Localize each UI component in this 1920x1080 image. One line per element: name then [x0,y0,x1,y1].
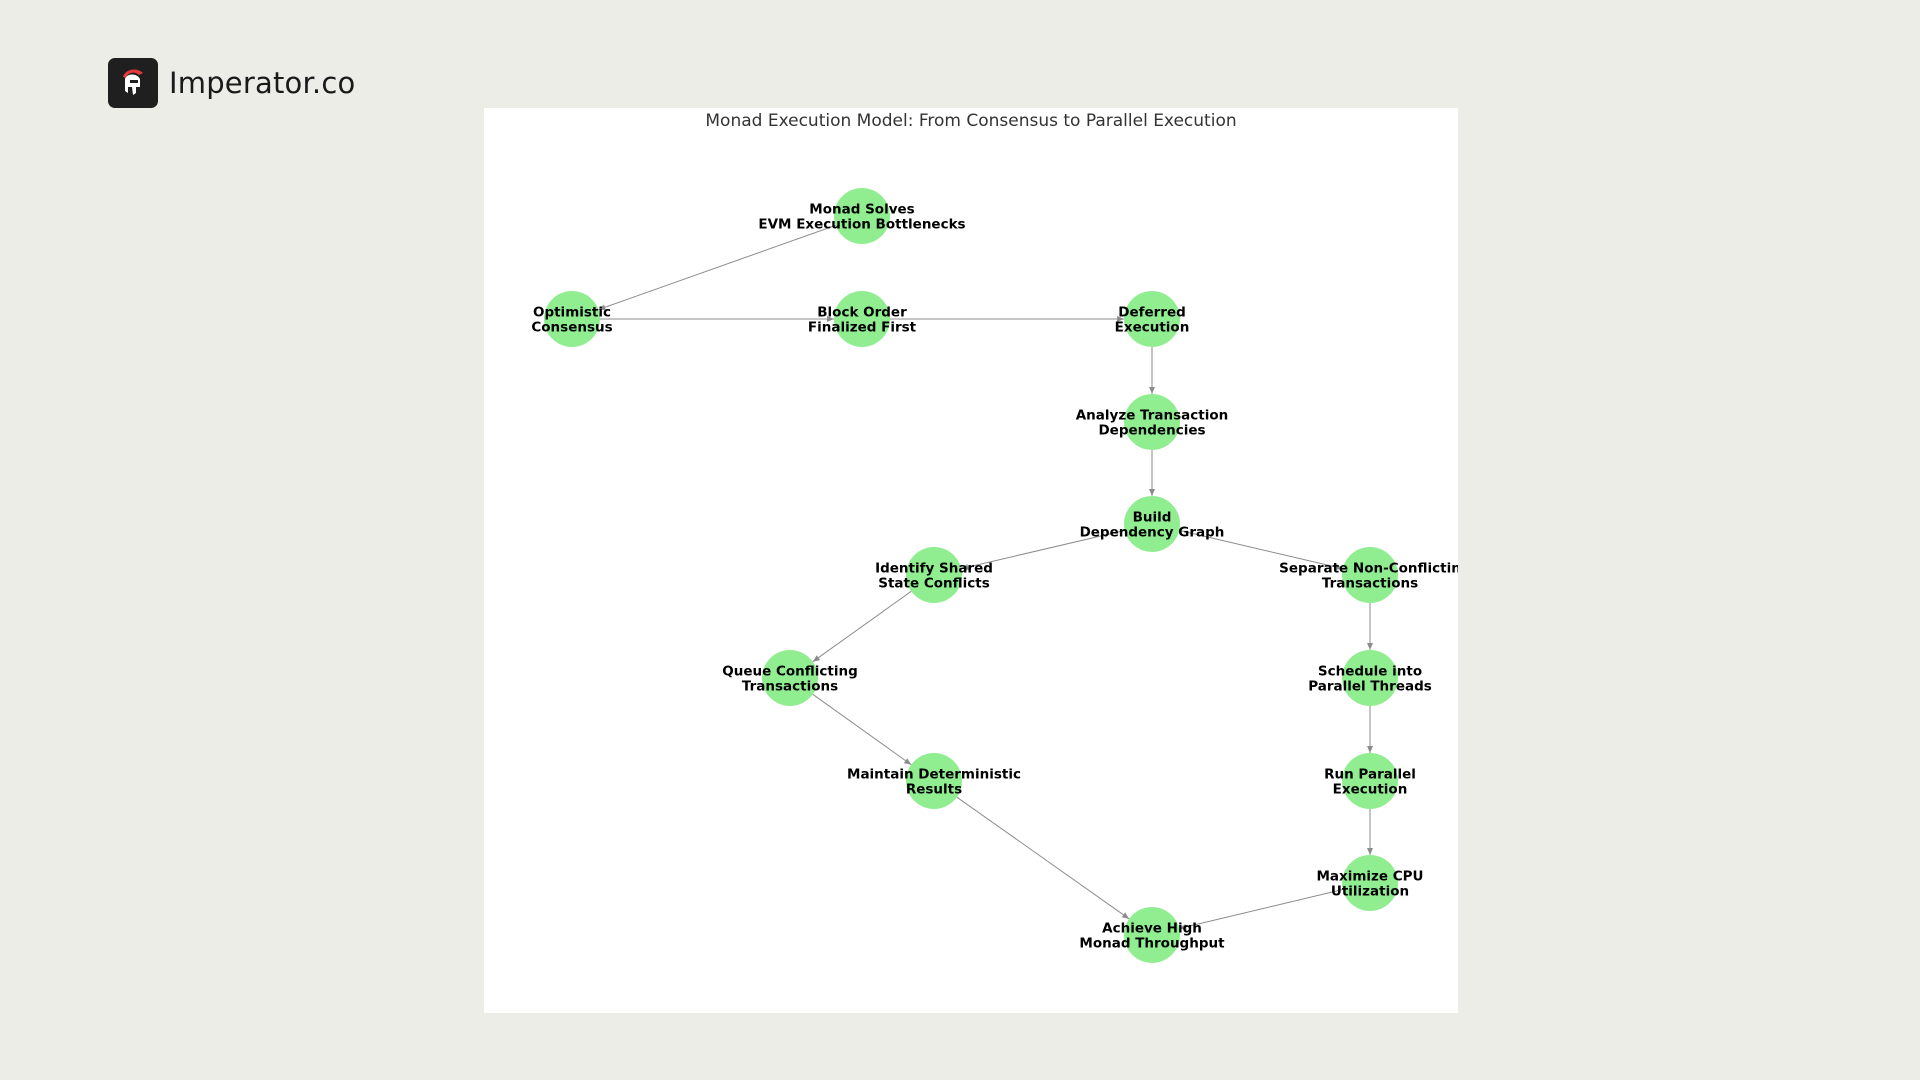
node-label: Execution [1333,782,1408,798]
node-circle [1342,547,1398,603]
node-label: Monad Throughput [1079,936,1225,952]
node-label: Separate Non-Conflictin [1279,561,1458,577]
node-label: Deferred [1118,305,1186,321]
node-label: Parallel Threads [1308,679,1432,695]
node-label: Schedule into [1318,664,1422,680]
node-label: Finalized First [808,320,917,336]
node-circle [544,291,600,347]
flow-diagram: Monad Execution Model: From Consensus to… [531,111,1458,963]
node-label: Identify Shared [875,561,993,577]
node-label: Run Parallel [1324,767,1416,783]
brand: Imperator.co [108,58,355,108]
node-circle [1342,753,1398,809]
node-circle [1342,855,1398,911]
node-circle [906,547,962,603]
node-circle [1124,496,1180,552]
node-circle [762,650,818,706]
node-label: Execution [1115,320,1190,336]
node-label: Utilization [1331,884,1409,900]
node-circle [834,291,890,347]
node-label: Monad Solves [809,202,914,218]
node-label: Build [1133,510,1172,526]
node-circle [834,188,890,244]
node-circle [1342,650,1398,706]
edges-layer [598,224,1373,930]
node-label: Results [906,782,962,798]
edge-build-graph-to-separate-nonconflicting [1179,529,1343,570]
node-circle [906,753,962,809]
brand-name: Imperator.co [169,66,356,100]
edge-queue-conflicting-to-maintain-deterministic [812,693,912,766]
node-circle [1124,394,1180,450]
node-label: Optimistic [533,305,611,321]
node-label: Maintain Deterministic [847,767,1021,783]
node-circle [1124,291,1180,347]
spartan-helmet-icon [108,58,158,108]
edge-maximize-cpu-to-achieve-throughput [1179,889,1343,930]
node-label: Maximize CPU [1316,869,1423,885]
node-label: Transactions [1322,576,1418,592]
node-label: Queue Conflicting [722,664,858,680]
node-label: EVM Execution Bottlenecks [758,217,965,233]
diagram-panel: Monad Execution Model: From Consensus to… [484,108,1458,1013]
node-label: Achieve High [1102,921,1202,937]
edge-build-graph-to-identify-conflicts [961,529,1125,570]
edge-maintain-deterministic-to-achieve-throughput [956,796,1130,920]
node-label: Block Order [817,305,907,321]
node-label: State Conflicts [878,576,990,592]
node-label: Analyze Transaction [1076,408,1229,424]
node-label: Dependency Graph [1080,525,1225,541]
diagram-title: Monad Execution Model: From Consensus to… [705,111,1236,131]
node-label: Consensus [531,320,612,336]
edge-monad-solves-to-optimistic-consensus [598,224,836,311]
node-label: Transactions [742,679,838,695]
node-label: Dependencies [1098,423,1205,439]
node-circle [1124,907,1180,963]
edge-identify-conflicts-to-queue-conflicting [812,590,912,663]
